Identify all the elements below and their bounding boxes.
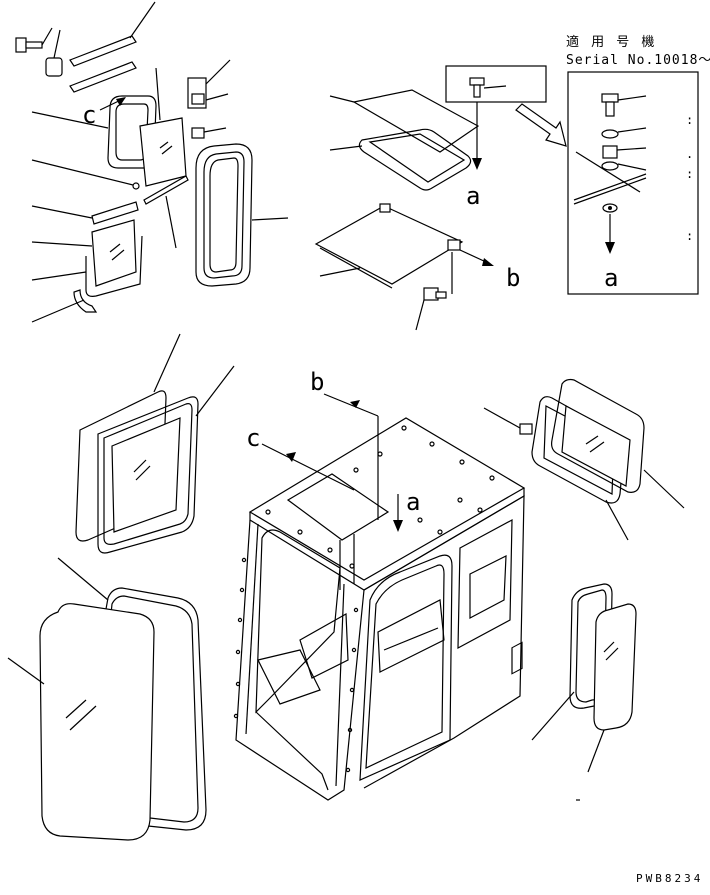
callout-label-a: a (466, 182, 480, 210)
detail-nut: a (602, 203, 618, 292)
callout-c-arrow: c (82, 97, 126, 129)
side-window-assembly (75, 333, 235, 554)
index-mark-2: . (686, 147, 693, 161)
spacer-part (45, 29, 63, 77)
applicable-models-label: 適 用 号 機 (566, 34, 658, 50)
latch-part (187, 59, 231, 109)
bolt-part (15, 27, 53, 53)
roof-seal (329, 128, 472, 191)
cab-frame: b c a (233, 368, 526, 801)
small-side-window-assembly (531, 583, 637, 801)
roof-bolt-box: a (445, 65, 547, 210)
rivet-part (31, 159, 140, 190)
detail-panel-edge (573, 151, 647, 205)
detail-bolt (601, 93, 647, 117)
cab-callout-label-c: c (246, 424, 260, 452)
cab-callout-label-a: a (406, 488, 420, 516)
index-mark-3: : (686, 167, 693, 181)
cab-callout-a: a (393, 488, 420, 532)
window-glass-sliding (139, 67, 187, 187)
lower-window-frame (31, 201, 143, 323)
rear-window-assembly (483, 378, 685, 541)
drawing-code: PWB8234 (636, 872, 703, 885)
detail-washer (601, 127, 647, 139)
guide-strip (143, 175, 189, 249)
cab-callout-b: b (310, 368, 379, 520)
serial-detail: 適 用 号 機 Serial No.10018～ (515, 34, 710, 295)
sunshade-bolt (415, 252, 453, 331)
sunshade-panel: b (314, 203, 520, 292)
pillar-holes (233, 557, 359, 773)
serial-detail-box (567, 71, 699, 295)
detail-callout-a: a (604, 264, 618, 292)
screw-part (191, 127, 227, 139)
detail-collar (602, 145, 647, 159)
window-seal-tall (195, 143, 289, 287)
index-mark-4: : (686, 229, 693, 243)
detail-arrow-icon (515, 103, 567, 147)
cab-callout-label-b: b (310, 368, 324, 396)
rail-part (69, 1, 156, 93)
cab-callout-c: c (246, 424, 355, 491)
front-window-assembly (7, 557, 207, 841)
index-mark-1: : (686, 113, 693, 127)
detail-washer-2 (601, 161, 647, 171)
roof-panel (329, 89, 480, 153)
callout-label-c: c (82, 101, 96, 129)
callout-label-b: b (506, 264, 520, 292)
serial-number-label: Serial No.10018～ (566, 53, 710, 68)
